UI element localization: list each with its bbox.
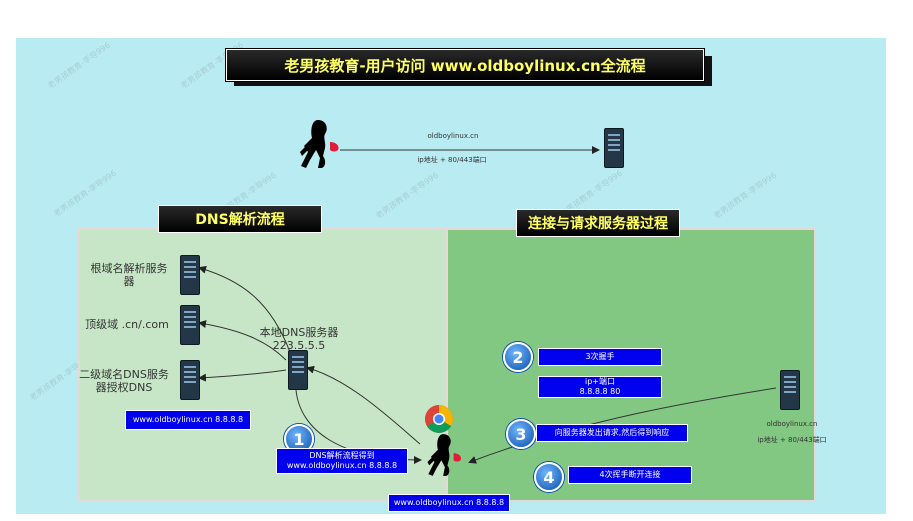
- step-3-label: 向服务器发出请求,然后得到响应: [554, 428, 670, 437]
- step-1-box: DNS解析流程得到 www.oldboylinux.cn 8.8.8.8: [276, 448, 408, 474]
- bottom-result-text: www.oldboylinux.cn 8.8.8.8: [393, 498, 505, 507]
- dns-section-title: DNS解析流程: [158, 205, 322, 233]
- local-dns-server-icon: [288, 350, 308, 390]
- step-2-box: 3次握手: [538, 348, 662, 366]
- tld-dns-server-icon: [180, 305, 200, 345]
- step-3-box: 向服务器发出请求,然后得到响应: [536, 424, 688, 442]
- step-4-badge: 4: [534, 462, 564, 492]
- tld-dns-label: 顶级域 .cn/.com: [85, 318, 169, 331]
- top-ip-port-label: ip地址 + 80/443端口: [417, 156, 487, 164]
- local-dns-name: 本地DNS服务器: [259, 326, 339, 339]
- step-3-badge: 3: [506, 419, 536, 449]
- root-dns-server-icon: [180, 255, 200, 295]
- authoritative-dns-label: 二级域名DNS服务器授权DNS: [79, 368, 169, 394]
- ip-port-line2: 8.8.8.8 80: [579, 387, 621, 396]
- root-dns-label: 根域名解析服务器: [90, 262, 168, 288]
- top-domain-label: oldboylinux.cn: [427, 132, 479, 140]
- target-server-icon: [780, 370, 800, 410]
- bottom-result-box: www.oldboylinux.cn 8.8.8.8: [388, 494, 510, 512]
- ip-port-box: ip+端口 8.8.8.8 80: [538, 376, 662, 398]
- server-ip-port-label: ip地址 + 80/443端口: [757, 436, 827, 444]
- connect-section-title: 连接与请求服务器过程: [516, 209, 680, 237]
- server-domain-label: oldboylinux.cn: [766, 420, 818, 428]
- user-figure-icon: [424, 432, 464, 478]
- dns-result-text: www.oldboylinux.cn 8.8.8.8: [132, 415, 244, 424]
- step-1-line1: DNS解析流程得到: [309, 451, 375, 460]
- web-server-icon: [604, 128, 624, 168]
- step-2-label: 3次握手: [585, 352, 615, 361]
- user-figure-icon: [296, 118, 342, 170]
- authoritative-dns-server-icon: [180, 360, 200, 400]
- step-4-label: 4次挥手断开连接: [599, 470, 661, 479]
- page-title: 老男孩教育-用户访问 www.oldboylinux.cn全流程: [226, 49, 704, 81]
- chrome-browser-icon: [424, 404, 454, 434]
- ip-port-line1: ip+端口: [584, 377, 615, 386]
- step-4-box: 4次挥手断开连接: [568, 466, 692, 484]
- step-2-badge: 2: [503, 342, 533, 372]
- dns-result-box: www.oldboylinux.cn 8.8.8.8: [125, 410, 251, 430]
- step-1-line2: www.oldboylinux.cn 8.8.8.8: [286, 461, 398, 470]
- local-dns-ip: 223.5.5.5: [272, 339, 326, 352]
